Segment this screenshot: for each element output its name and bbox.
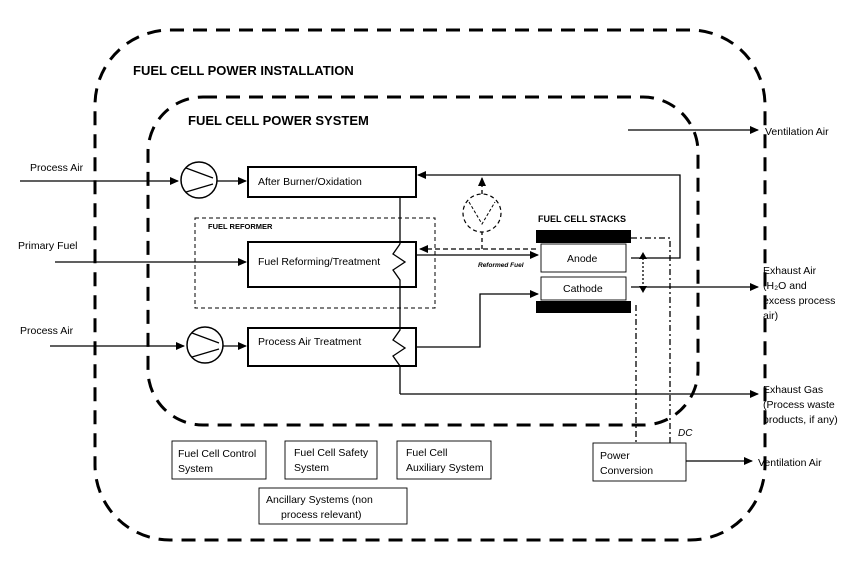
compressor-top-icon	[180, 161, 218, 199]
installation-title: FUEL CELL POWER INSTALLATION	[133, 63, 354, 78]
fuel-reformer-title: FUEL REFORMER	[208, 222, 273, 231]
ventilation-air-top-label: Ventilation Air	[765, 126, 829, 138]
safety-system-line-1: Fuel Cell Safety	[294, 447, 369, 459]
process-air-to-cathode	[416, 290, 539, 348]
fuel-reformer-boundary	[194, 217, 436, 309]
anode-label: Anode	[567, 253, 598, 265]
control-system-line-2: System	[178, 463, 213, 475]
installation-boundary	[93, 28, 767, 542]
exhaust-air-line-3: excess process	[763, 295, 835, 307]
fuel-reforming-label: Fuel Reforming/Treatment	[258, 256, 380, 268]
anode-exhaust-to-burner	[417, 171, 681, 259]
stack-bottom-plate	[536, 301, 631, 313]
process-air-bottom-label: Process Air	[20, 325, 74, 337]
power-conversion-line-1: Power	[600, 450, 630, 462]
control-system-block	[171, 440, 267, 480]
exhaust-air-label: Exhaust Air (H₂O and excess process air)	[763, 265, 835, 322]
reformed-fuel-label: Reformed Fuel	[478, 262, 524, 269]
fuel-reforming-block	[247, 241, 417, 288]
exhaust-air-line-4: air)	[763, 310, 778, 322]
after-burner-block	[247, 166, 417, 198]
system-title: FUEL CELL POWER SYSTEM	[188, 113, 369, 128]
process-air-top-label: Process Air	[30, 162, 84, 174]
auxiliary-system-block	[396, 440, 492, 480]
stack-link-arrows	[639, 252, 647, 293]
auxiliary-system-line-1: Fuel Cell	[406, 447, 447, 459]
process-air-treatment-block	[247, 327, 417, 367]
safety-system-line-2: System	[294, 462, 329, 474]
exhaust-gas-line-2: (Process waste	[763, 399, 835, 411]
exhaust-air-line-2: (H₂O and	[763, 280, 807, 292]
exhaust-gas-line-1: Exhaust Gas	[763, 384, 823, 396]
ancillary-systems-block	[258, 487, 408, 525]
stacks-title: FUEL CELL STACKS	[538, 214, 626, 224]
recirculation-blower-icon	[462, 193, 502, 233]
anode-block	[540, 243, 627, 273]
exhaust-gas-line-3: products, if any)	[763, 414, 838, 426]
ancillary-systems-line-1: Ancillary Systems (non	[266, 494, 373, 506]
exhaust-gas-label: Exhaust Gas (Process waste products, if …	[763, 384, 838, 426]
dc-label: DC	[678, 428, 693, 439]
power-conversion-block	[592, 442, 687, 482]
primary-fuel-label: Primary Fuel	[18, 240, 78, 252]
ancillary-systems-line-2: process relevant)	[281, 509, 362, 521]
exhaust-air-line-1: Exhaust Air	[763, 265, 817, 277]
dc-line-anode	[631, 237, 671, 443]
system-boundary	[146, 95, 700, 427]
ventilation-air-bottom-label: Ventilation Air	[758, 457, 822, 469]
safety-system-block	[284, 440, 378, 480]
heat-exchanger-coils	[392, 243, 407, 394]
process-air-treatment-label: Process Air Treatment	[258, 336, 361, 348]
after-burner-label: After Burner/Oxidation	[258, 176, 362, 188]
cathode-block	[540, 276, 627, 301]
auxiliary-system-line-2: Auxiliary System	[406, 462, 484, 474]
power-conversion-line-2: Conversion	[600, 465, 653, 477]
control-system-line-1: Fuel Cell Control	[178, 448, 256, 460]
compressor-bottom-icon	[186, 326, 224, 364]
stack-top-plate	[536, 230, 631, 243]
cathode-label: Cathode	[563, 283, 603, 295]
